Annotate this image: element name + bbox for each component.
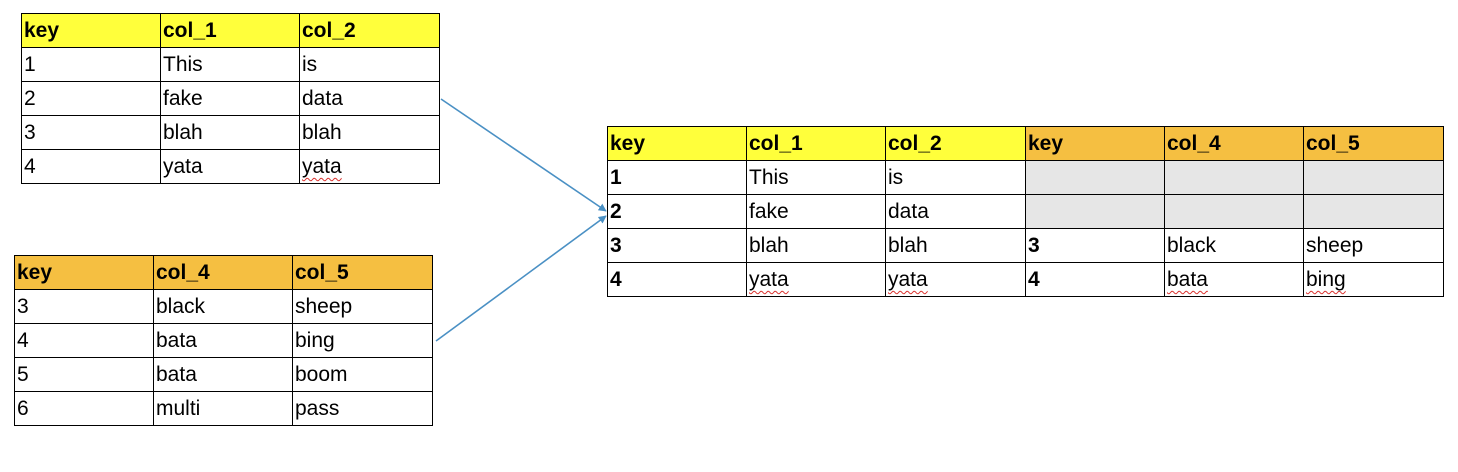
table-cell[interactable]: 1: [21, 47, 161, 82]
table-row: 4 yata yata 4 bata bing: [607, 262, 1444, 297]
table-header-row: key col_1 col_2 key col_4 col_5: [607, 126, 1444, 161]
table-cell[interactable]: yata: [885, 262, 1026, 297]
table-cell[interactable]: sheep: [292, 289, 433, 324]
table-cell[interactable]: yata: [160, 149, 300, 184]
cell-text: yata: [888, 268, 928, 291]
table-row: 5 bata boom: [14, 357, 433, 392]
table-cell[interactable]: bing: [292, 323, 433, 358]
table-cell[interactable]: black: [153, 289, 293, 324]
empty-cell[interactable]: [1164, 160, 1304, 195]
table-cell[interactable]: data: [299, 81, 440, 116]
table-cell[interactable]: yata: [299, 149, 440, 184]
table-row: 6 multi pass: [14, 391, 433, 426]
table-a: key col_1 col_2 1 This is 2 fake data 3 …: [21, 13, 440, 184]
header-cell[interactable]: col_5: [1303, 126, 1444, 161]
table-cell[interactable]: 4: [21, 149, 161, 184]
table-cell[interactable]: black: [1164, 228, 1304, 263]
header-cell[interactable]: key: [607, 126, 747, 161]
table-header-row: key col_1 col_2: [21, 13, 440, 48]
table-row: 4 bata bing: [14, 323, 433, 358]
table-cell[interactable]: 6: [14, 391, 154, 426]
table-cell[interactable]: fake: [746, 194, 886, 229]
table-result: key col_1 col_2 key col_4 col_5 1 This i…: [607, 126, 1444, 297]
arrow-from-table-a: [440, 98, 607, 212]
table-row: 3 black sheep: [14, 289, 433, 324]
table-cell[interactable]: data: [885, 194, 1026, 229]
table-cell[interactable]: pass: [292, 391, 433, 426]
table-cell[interactable]: blah: [299, 115, 440, 150]
cell-text: yata: [302, 155, 342, 178]
cell-text: bing: [1306, 268, 1346, 291]
header-cell[interactable]: col_4: [153, 255, 293, 290]
empty-cell[interactable]: [1025, 194, 1165, 229]
empty-cell[interactable]: [1025, 160, 1165, 195]
table-cell[interactable]: blah: [746, 228, 886, 263]
table-row: 4 yata yata: [21, 149, 440, 184]
header-cell[interactable]: key: [21, 13, 161, 48]
table-cell[interactable]: sheep: [1303, 228, 1444, 263]
table-cell[interactable]: multi: [153, 391, 293, 426]
table-cell[interactable]: 4: [1025, 262, 1165, 297]
table-cell[interactable]: blah: [160, 115, 300, 150]
cell-text: yata: [749, 268, 789, 291]
header-cell[interactable]: col_1: [746, 126, 886, 161]
table-row: 2 fake data: [21, 81, 440, 116]
table-cell[interactable]: fake: [160, 81, 300, 116]
table-row: 3 blah blah: [21, 115, 440, 150]
table-cell[interactable]: 3: [1025, 228, 1165, 263]
empty-cell[interactable]: [1303, 160, 1444, 195]
table-cell[interactable]: is: [299, 47, 440, 82]
empty-cell[interactable]: [1164, 194, 1304, 229]
header-cell[interactable]: key: [1025, 126, 1165, 161]
header-cell[interactable]: col_5: [292, 255, 433, 290]
cell-text: bata: [1167, 268, 1208, 291]
table-header-row: key col_4 col_5: [14, 255, 433, 290]
header-cell[interactable]: key: [14, 255, 154, 290]
table-cell[interactable]: 2: [21, 81, 161, 116]
table-cell[interactable]: bing: [1303, 262, 1444, 297]
table-cell[interactable]: is: [885, 160, 1026, 195]
table-cell[interactable]: yata: [746, 262, 886, 297]
table-row: 1 This is: [607, 160, 1444, 195]
table-cell[interactable]: bata: [153, 323, 293, 358]
arrow-from-table-b: [435, 215, 607, 342]
table-b: key col_4 col_5 3 black sheep 4 bata bin…: [14, 255, 433, 426]
table-row: 3 blah blah 3 black sheep: [607, 228, 1444, 263]
header-cell[interactable]: col_2: [885, 126, 1026, 161]
table-cell[interactable]: bata: [153, 357, 293, 392]
table-row: 1 This is: [21, 47, 440, 82]
empty-cell[interactable]: [1303, 194, 1444, 229]
table-cell[interactable]: bata: [1164, 262, 1304, 297]
